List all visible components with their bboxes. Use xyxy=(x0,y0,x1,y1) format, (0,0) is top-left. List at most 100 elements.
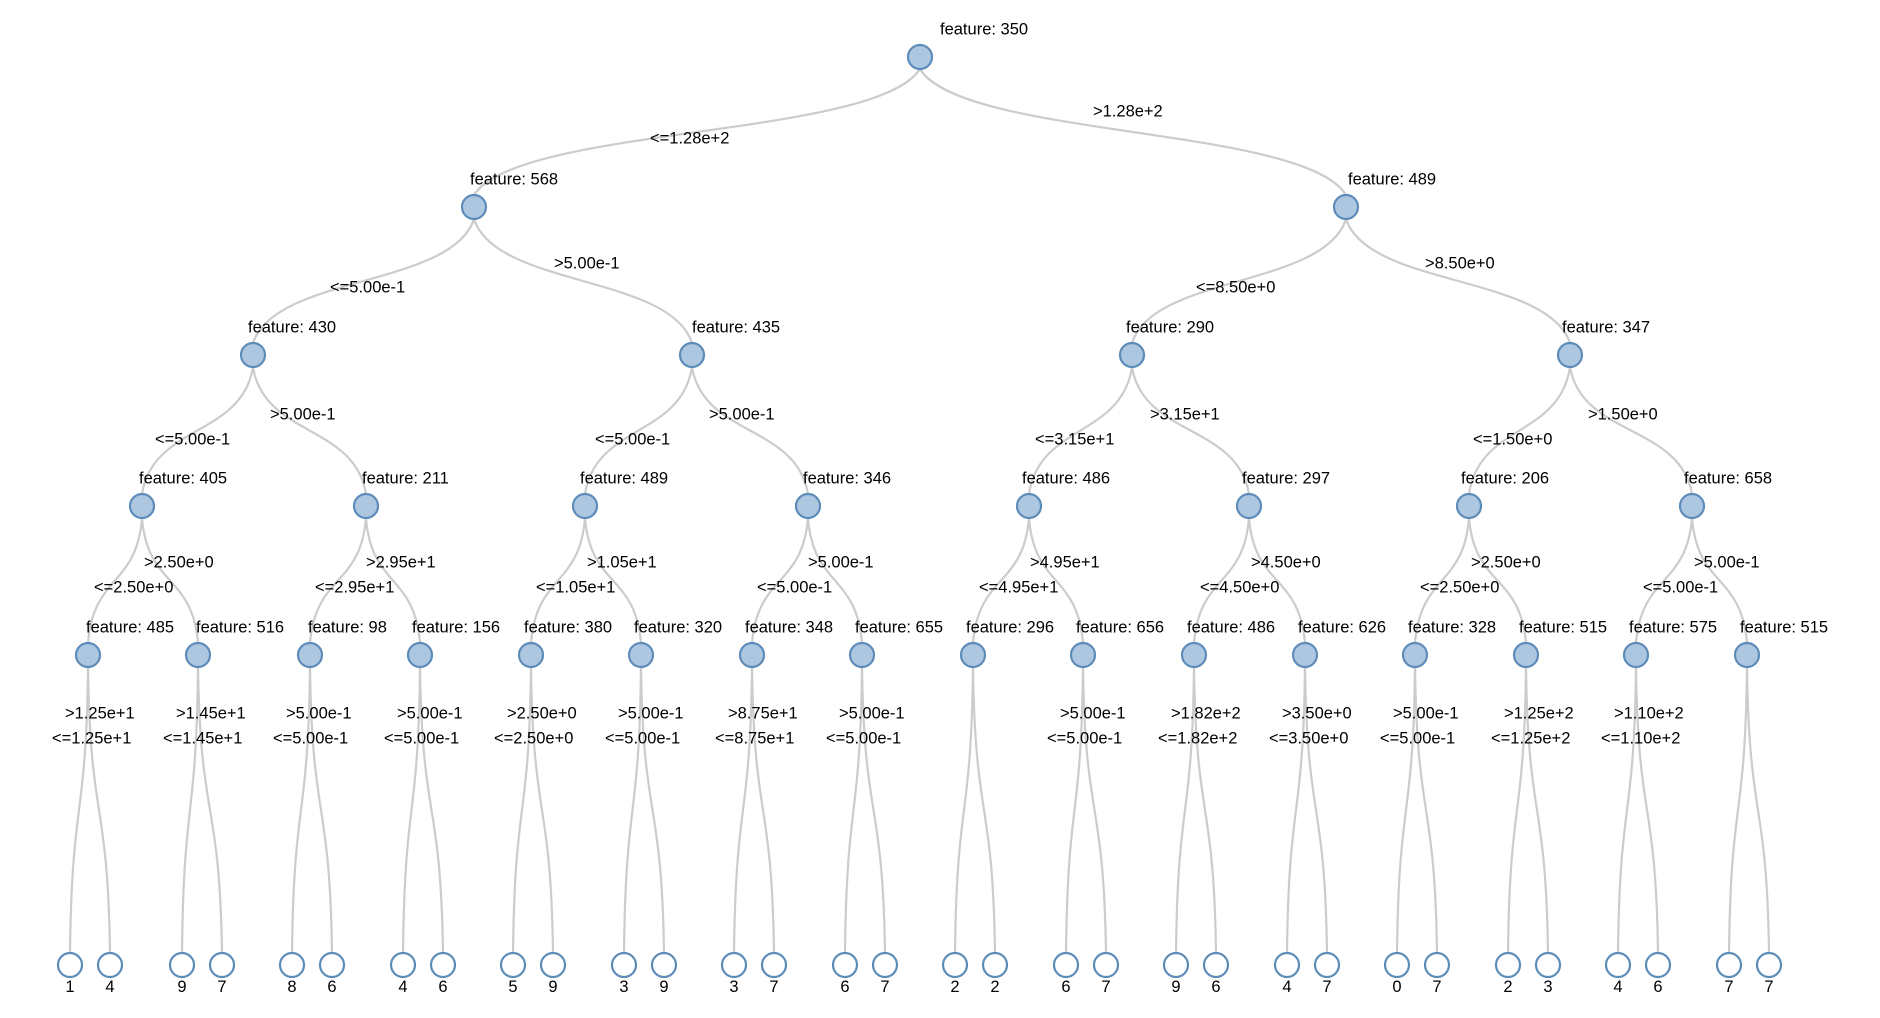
internal-node[interactable] xyxy=(128,492,156,520)
leaf-node[interactable] xyxy=(941,951,969,979)
node-feature-label: feature: 98 xyxy=(308,618,387,636)
internal-node[interactable] xyxy=(1622,641,1650,669)
leaf-node[interactable] xyxy=(871,951,899,979)
internal-node[interactable] xyxy=(794,492,822,520)
leaf-node[interactable] xyxy=(278,951,306,979)
internal-node[interactable] xyxy=(1015,492,1043,520)
internal-node[interactable] xyxy=(239,341,267,369)
internal-node[interactable] xyxy=(906,43,934,71)
internal-node[interactable] xyxy=(1678,492,1706,520)
edge-label: <=5.00e-1 xyxy=(273,729,348,747)
leaf-node[interactable] xyxy=(720,951,748,979)
edge-label: <=4.95e+1 xyxy=(979,578,1058,596)
internal-node[interactable] xyxy=(678,341,706,369)
internal-node[interactable] xyxy=(517,641,545,669)
leaf-node[interactable] xyxy=(760,951,788,979)
leaf-class-label: 7 xyxy=(1432,978,1441,996)
internal-node[interactable] xyxy=(406,641,434,669)
edge-label: <=1.50e+0 xyxy=(1473,430,1552,448)
internal-node[interactable] xyxy=(1291,641,1319,669)
leaf-node[interactable] xyxy=(539,951,567,979)
leaf-node[interactable] xyxy=(610,951,638,979)
leaf-class-label: 6 xyxy=(840,978,849,996)
internal-node[interactable] xyxy=(571,492,599,520)
edge-label: >5.00e-1 xyxy=(839,704,905,722)
node-feature-label: feature: 485 xyxy=(86,618,174,636)
leaf-node[interactable] xyxy=(389,951,417,979)
internal-node[interactable] xyxy=(1455,492,1483,520)
tree-edge xyxy=(1524,665,1550,955)
internal-node[interactable] xyxy=(1332,193,1360,221)
tree-edge xyxy=(418,665,445,955)
edge-label: >2.50e+0 xyxy=(507,704,577,722)
tree-edge xyxy=(1344,217,1572,345)
leaf-node[interactable] xyxy=(429,951,457,979)
internal-node[interactable] xyxy=(1512,641,1540,669)
leaf-node[interactable] xyxy=(1092,951,1120,979)
tree-edge xyxy=(68,665,90,955)
internal-node[interactable] xyxy=(1118,341,1146,369)
leaf-node[interactable] xyxy=(1755,951,1783,979)
leaf-node[interactable] xyxy=(1313,951,1341,979)
internal-node[interactable] xyxy=(296,641,324,669)
internal-node[interactable] xyxy=(1180,641,1208,669)
leaf-class-label: 2 xyxy=(990,978,999,996)
leaf-class-label: 6 xyxy=(1061,978,1070,996)
leaf-node[interactable] xyxy=(499,951,527,979)
edge-label: >1.25e+1 xyxy=(65,704,135,722)
internal-node[interactable] xyxy=(460,193,488,221)
tree-edge xyxy=(140,365,255,496)
tree-edge xyxy=(1467,516,1528,645)
leaf-node[interactable] xyxy=(1534,951,1562,979)
tree-edge xyxy=(511,665,533,955)
leaf-node[interactable] xyxy=(981,951,1009,979)
node-feature-label: feature: 296 xyxy=(966,618,1054,636)
edge-label: >8.75e+1 xyxy=(728,704,798,722)
leaf-node[interactable] xyxy=(318,951,346,979)
internal-node[interactable] xyxy=(959,641,987,669)
leaf-class-label: 1 xyxy=(65,978,74,996)
leaf-node[interactable] xyxy=(1383,951,1411,979)
internal-node[interactable] xyxy=(184,641,212,669)
internal-node[interactable] xyxy=(848,641,876,669)
internal-node[interactable] xyxy=(1235,492,1263,520)
edge-label: >5.00e-1 xyxy=(397,704,463,722)
internal-node[interactable] xyxy=(1556,341,1584,369)
leaf-node[interactable] xyxy=(1202,951,1230,979)
leaf-node[interactable] xyxy=(1604,951,1632,979)
leaf-node[interactable] xyxy=(1052,951,1080,979)
internal-node[interactable] xyxy=(74,641,102,669)
edge-label: >1.82e+2 xyxy=(1171,704,1241,722)
leaf-class-label: 7 xyxy=(1322,978,1331,996)
node-feature-label: feature: 347 xyxy=(1562,318,1650,336)
leaf-node[interactable] xyxy=(650,951,678,979)
leaf-class-label: 6 xyxy=(438,978,447,996)
internal-node[interactable] xyxy=(1401,641,1429,669)
leaf-node[interactable] xyxy=(1494,951,1522,979)
tree-edge xyxy=(806,516,864,645)
leaf-class-label: 4 xyxy=(1613,978,1622,996)
leaf-node[interactable] xyxy=(56,951,84,979)
tree-edge xyxy=(1616,665,1638,955)
leaf-node[interactable] xyxy=(96,951,124,979)
leaf-node[interactable] xyxy=(168,951,196,979)
leaf-node[interactable] xyxy=(831,951,859,979)
internal-node[interactable] xyxy=(627,641,655,669)
leaf-node[interactable] xyxy=(1715,951,1743,979)
node-feature-label: feature: 430 xyxy=(248,318,336,336)
leaf-node[interactable] xyxy=(208,951,236,979)
internal-node[interactable] xyxy=(738,641,766,669)
edge-label: <=5.00e-1 xyxy=(605,729,680,747)
node-feature-label: feature: 156 xyxy=(412,618,500,636)
leaf-node[interactable] xyxy=(1162,951,1190,979)
edge-label: <=4.50e+0 xyxy=(1200,578,1279,596)
internal-node[interactable] xyxy=(352,492,380,520)
leaf-node[interactable] xyxy=(1273,951,1301,979)
node-feature-label: feature: 350 xyxy=(940,20,1028,38)
leaf-node[interactable] xyxy=(1644,951,1672,979)
internal-node[interactable] xyxy=(1069,641,1097,669)
leaf-node[interactable] xyxy=(1423,951,1451,979)
tree-edge xyxy=(953,665,975,955)
internal-node[interactable] xyxy=(1733,641,1761,669)
edge-label: >5.00e-1 xyxy=(618,704,684,722)
